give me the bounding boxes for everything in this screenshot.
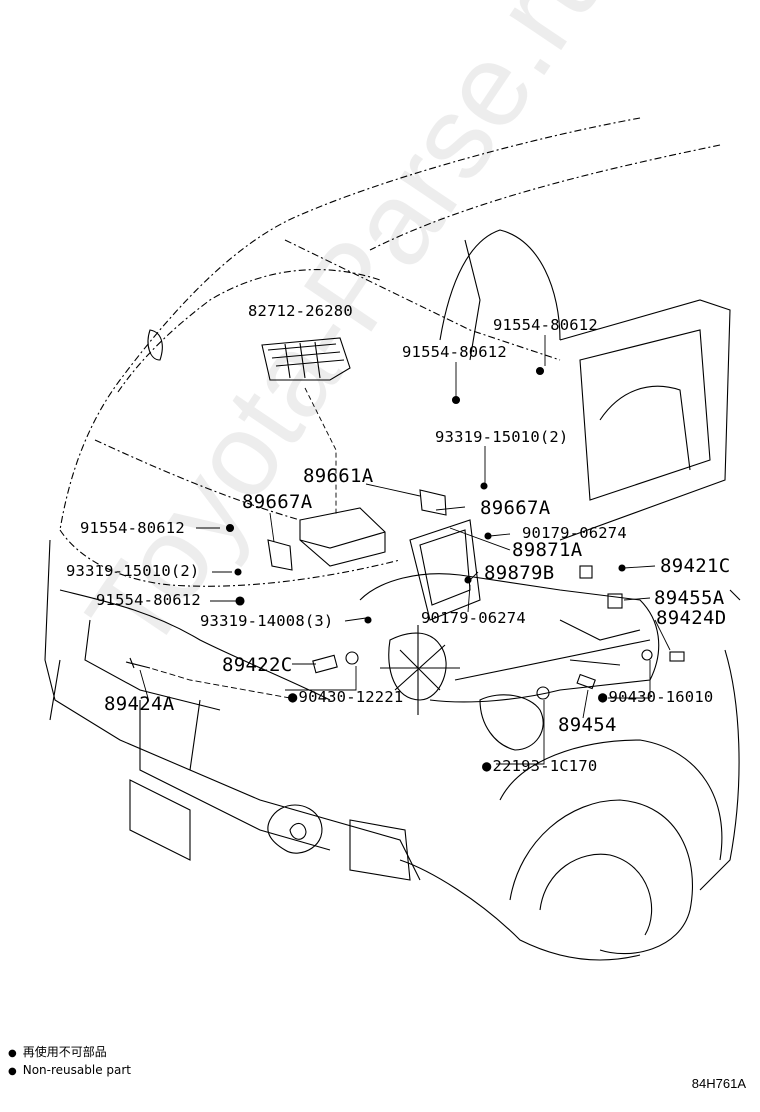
engine-bay	[359, 519, 660, 751]
part-number-22193-1c170: 22193-1C170	[482, 758, 598, 775]
legend-line-english: ●Non-reusable part	[8, 1063, 132, 1077]
illustration-code: 84H761A	[691, 1076, 746, 1091]
part-number-93319-15010-a: 93319-15010(2)	[435, 428, 569, 446]
part-number-89422c: 89422C	[222, 654, 293, 676]
part-number-89424d: 89424D	[656, 607, 727, 629]
part-number-89661a: 89661A	[303, 465, 374, 487]
part-number-93319-15010-b: 93319-15010(2)	[66, 562, 200, 580]
part-number-89871a: 89871A	[512, 539, 583, 561]
part-number-89455a: 89455A	[654, 587, 725, 609]
filled-circle-bullet-icon: ●	[8, 1048, 17, 1059]
vehicle-outline	[59, 117, 721, 587]
part-number-82712-26280: 82712-26280	[248, 302, 353, 320]
legend-line-japanese: ●再使用不可部品	[8, 1045, 107, 1059]
part-number-91554-80612-d: 91554-80612	[96, 591, 201, 609]
part-number-91554-80612-b: 91554-80612	[402, 343, 507, 361]
component-ecu-cover	[261, 337, 351, 381]
component-ecu	[299, 507, 386, 567]
part-number-89879b: 89879B	[484, 562, 555, 584]
part-number-91554-80612-a: 91554-80612	[493, 316, 598, 334]
body-lines	[44, 229, 741, 961]
part-number-89421c: 89421C	[660, 555, 731, 577]
part-number-89454: 89454	[558, 714, 617, 736]
part-number-90179-06274-a: 90179-06274	[522, 524, 627, 542]
filled-circle-bullet-icon: ●	[8, 1066, 17, 1077]
part-number-89667a-right: 89667A	[480, 497, 551, 519]
component-sensors	[125, 565, 685, 700]
bolts	[225, 366, 626, 624]
part-number-93319-14008: 93319-14008(3)	[200, 612, 334, 630]
part-number-90430-12221: 90430-12221	[288, 689, 404, 706]
part-number-91554-80612-c: 91554-80612	[80, 519, 185, 537]
part-number-89667a-left: 89667A	[242, 491, 313, 513]
part-number-89424a: 89424A	[104, 693, 175, 715]
part-number-90430-16010: 90430-16010	[598, 689, 714, 706]
leader-lines	[139, 335, 671, 765]
component-brackets	[267, 489, 447, 571]
part-number-90179-06274-b: 90179-06274	[421, 609, 526, 627]
